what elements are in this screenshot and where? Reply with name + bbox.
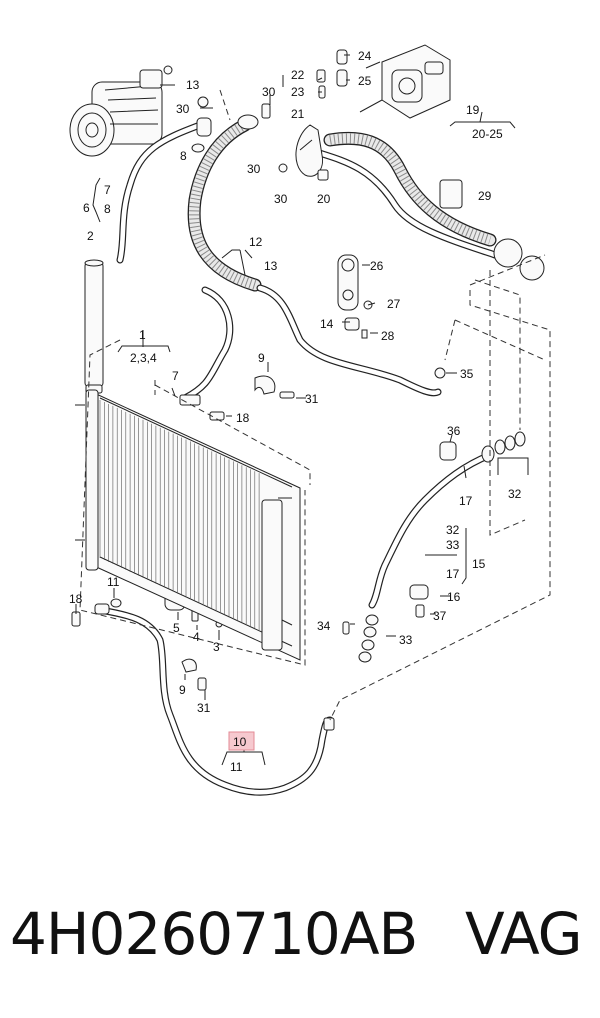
callout-20: 20 [317,192,331,206]
callout-30: 30 [274,192,288,206]
compressor-illustration [69,65,173,157]
callout-18: 18 [236,411,250,425]
callout-12: 12 [249,235,263,249]
callout-34: 34 [317,619,331,633]
callout-37: 37 [433,609,447,623]
callout-27: 27 [387,297,401,311]
callout-30: 30 [247,162,261,176]
receiver-drier [84,259,104,394]
callout-11: 11 [230,760,243,774]
callout-2: 2 [87,229,94,243]
callout-28: 28 [381,329,395,343]
callout-30: 30 [176,102,190,116]
callout-22: 22 [291,68,305,82]
callout-11: 11 [107,575,120,589]
callout-labels: 13 30 8 30 22 23 24 25 21 19 20-25 30 30… [69,49,522,774]
callout-31: 31 [197,701,211,715]
callout-36: 36 [447,424,461,438]
fittings [71,49,545,731]
callout-17: 17 [446,567,460,581]
callout-7: 7 [172,369,179,383]
callout-19: 19 [466,103,480,117]
callout-35: 35 [460,367,474,381]
callout-7: 7 [104,183,111,197]
callout-8: 8 [104,202,111,216]
expansion-valve-illustration [359,44,451,119]
callout-3: 3 [213,640,220,654]
callout-9: 9 [179,683,186,697]
callout-6: 6 [83,201,90,215]
callout-9: 9 [258,351,265,365]
ac-parts-diagram: 13 30 8 30 22 23 24 25 21 19 20-25 30 30… [69,44,551,796]
callout-16: 16 [447,590,461,604]
callout-15: 15 [472,557,486,571]
callout-13: 13 [186,78,200,92]
callout-13: 13 [264,259,278,273]
callout-8: 8 [180,149,187,163]
callout-10: 10 [233,735,247,749]
brand-label: VAG [465,900,583,968]
callout-32: 32 [446,523,460,537]
callout-33: 33 [399,633,413,647]
callout-4: 4 [193,630,200,644]
callout-1: 1 [139,328,146,342]
condenser [75,389,301,661]
refrigerant-lines [96,118,499,796]
callout-2-3-4: 2,3,4 [130,351,157,365]
footer: 4H0260710AB VAG [0,880,600,1018]
section-outlines [79,89,551,721]
part-number: 4H0260710AB [10,900,418,968]
callout-14: 14 [320,317,334,331]
callout-29: 29 [478,189,492,203]
callout-32: 32 [508,487,522,501]
callout-23: 23 [291,85,305,99]
callout-26: 26 [370,259,384,273]
callout-17: 17 [459,494,473,508]
callout-30: 30 [262,85,276,99]
callout-20-25: 20-25 [472,127,503,141]
callout-31: 31 [305,392,319,406]
callout-10-highlight [228,731,255,751]
callout-24: 24 [358,49,372,63]
callout-5: 5 [173,621,180,635]
callout-25: 25 [358,74,372,88]
callout-18: 18 [69,592,83,606]
callout-33: 33 [446,538,460,552]
callout-21: 21 [291,107,305,121]
